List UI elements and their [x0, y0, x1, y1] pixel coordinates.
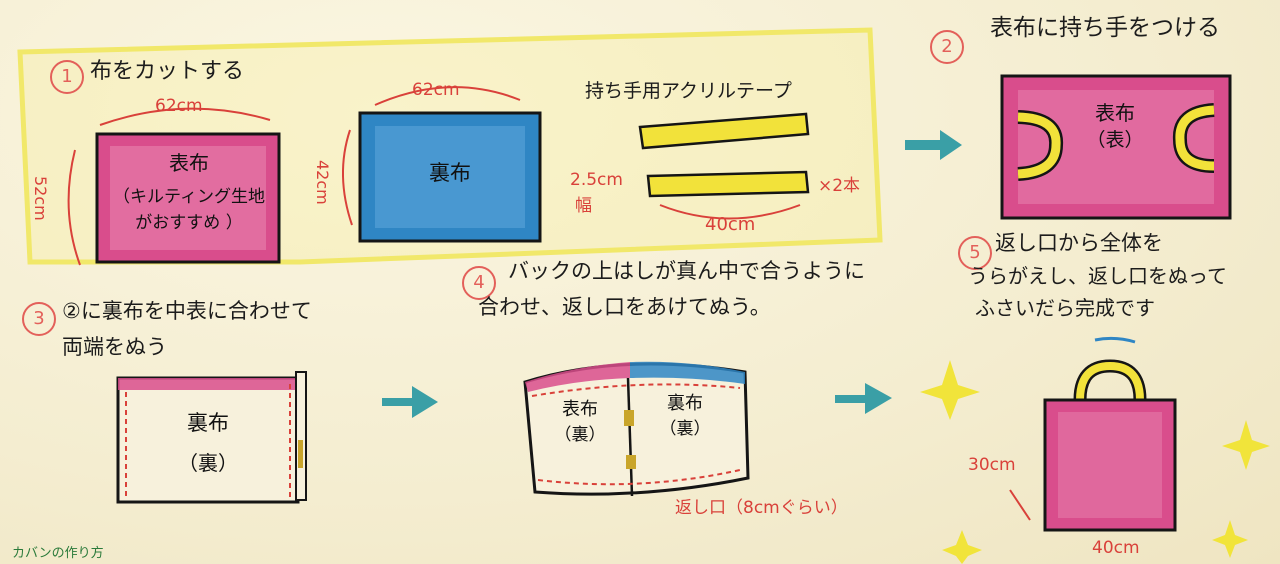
lining-height-label: 42cm [313, 160, 332, 205]
step3-fabric-sub: （裏） [178, 451, 238, 475]
tape-width-word: 幅 [575, 196, 592, 216]
step-2-title: 表布に持ち手をつける [990, 15, 1220, 41]
step4-outer-label: 表布 [562, 399, 598, 420]
handle-tape-2 [646, 170, 810, 198]
outer-fabric-note-1: （キルティング生地 [113, 187, 265, 207]
sparkle-icon [1222, 420, 1270, 470]
step4-outer-sub: （裏） [554, 425, 606, 445]
lining-fabric-label: 裏布 [429, 161, 471, 185]
outer-width-label: 62cm [155, 96, 203, 116]
step-3-line-2: 両端をぬう [62, 335, 167, 359]
step-1-number: 1 [50, 60, 84, 94]
step2-fabric-label: 表布 [1095, 101, 1135, 125]
tape-count-label: ×2本 [818, 176, 861, 196]
step2-fabric-sub: （表） [1086, 129, 1144, 151]
outer-height-line [67, 149, 81, 266]
sparkle-icon [920, 360, 980, 420]
lining-height-line [342, 129, 353, 226]
sparkle-icon [942, 530, 982, 564]
step-1-title: 布をカットする [90, 59, 245, 84]
step-2-number: 2 [930, 30, 964, 64]
step-5-number: 5 [958, 236, 992, 270]
sparkle-icon [1212, 520, 1248, 558]
outer-width-line [99, 107, 271, 126]
step-4-number: 4 [462, 266, 496, 300]
step2-handle-right [1175, 105, 1215, 171]
step-3-number: 3 [22, 302, 56, 336]
tape-length-label: 40cm [705, 214, 756, 235]
footer-note: カバンの作り方 [12, 546, 104, 561]
tape-width-label: 2.5cm [570, 170, 623, 190]
step-5-line-2: うらがえし、返し口をぬって [968, 264, 1227, 288]
finished-bag-handle [1076, 361, 1144, 401]
outer-fabric-label: 表布 [169, 151, 209, 175]
lining-width-label: 62cm [412, 80, 460, 100]
bag-height-label: 30cm [968, 455, 1016, 475]
outer-height-label: 52cm [31, 176, 50, 221]
step2-handle-left [1017, 112, 1061, 179]
lining-width-line [374, 86, 521, 106]
step-4-line-2: 合わせ、返し口をあけてぬう。 [478, 295, 771, 319]
arrow-1-to-2 [905, 130, 962, 160]
step-3-line-1: ②に裏布を中表に合わせて [62, 299, 312, 323]
arrow-4-to-5 [835, 383, 892, 414]
tape-title: 持ち手用アクリルテープ [585, 80, 792, 102]
step-5-line-1: 返し口から全体を [995, 231, 1163, 255]
step-5-line-3: ふさいだら完成です [975, 296, 1155, 320]
step4-opening-label: 返し口（8cmぐらい） [675, 498, 848, 518]
step-4-line-1: バックの上はしが真ん中で合うように [508, 259, 865, 283]
bag-width-label: 40cm [1092, 538, 1140, 558]
outer-fabric-note-2: がおすすめ ） [135, 213, 243, 233]
arrow-3-to-4 [382, 386, 438, 418]
handle-tape-1 [638, 112, 810, 150]
step3-fabric-label: 裏布 [187, 411, 229, 435]
step3-lining-fabric [116, 376, 300, 504]
step4-lining-sub: （裏） [659, 419, 711, 439]
tape-length-line [659, 204, 801, 220]
step4-lining-label: 裏布 [667, 393, 703, 414]
